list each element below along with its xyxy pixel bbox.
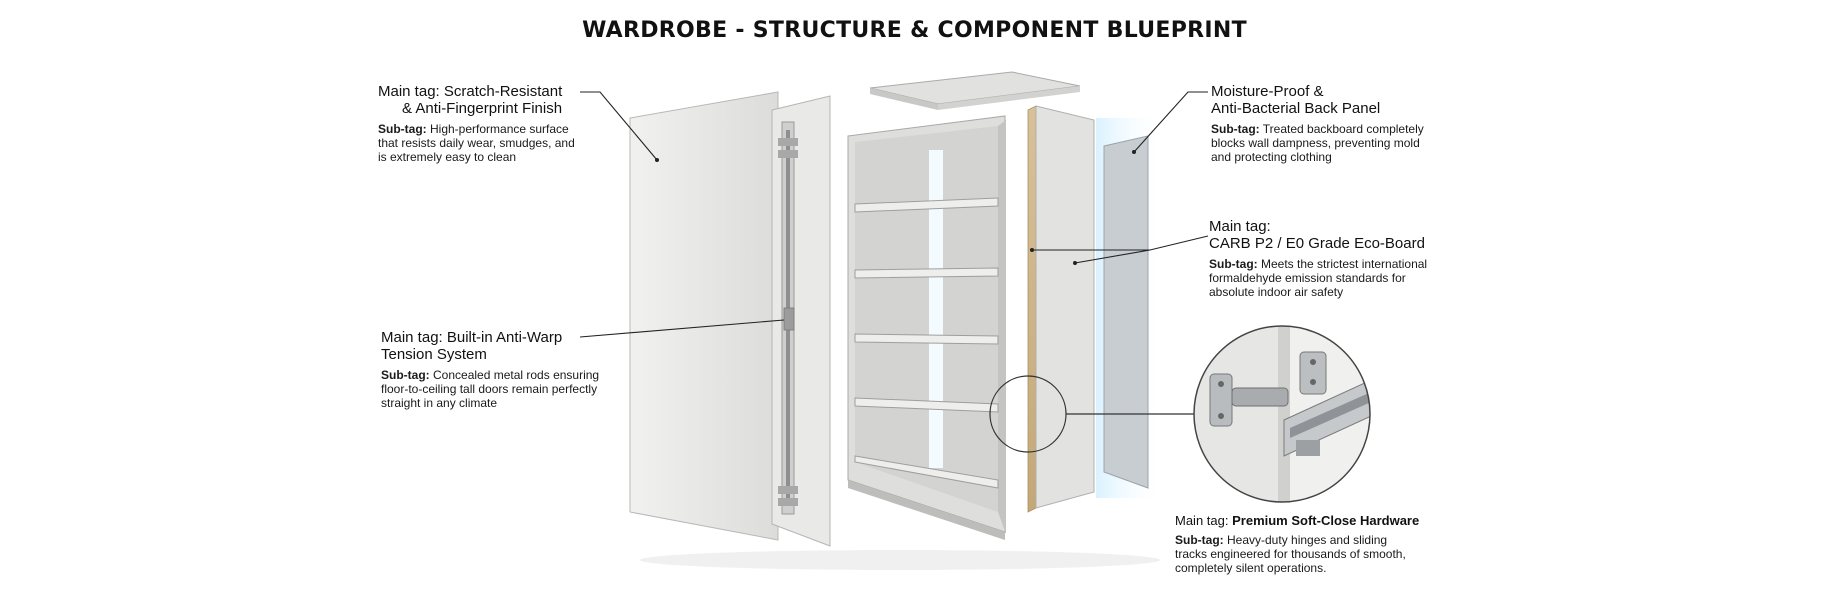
eco-board-main-line1: Main tag:	[1209, 218, 1271, 235]
tension-sub-label: Sub-tag:	[381, 368, 430, 382]
leader-lines	[579, 91, 1209, 338]
top-panel	[869, 71, 1081, 110]
finish-sub-label: Sub-tag:	[378, 122, 427, 136]
eco-board-sub-label: Sub-tag:	[1209, 257, 1258, 271]
annotation-tension-main: Main tag: Built-in Anti-Warp Tension Sys…	[381, 329, 621, 363]
soft-close-hardware-detail	[1193, 325, 1371, 503]
annotation-finish-main: Main tag: Scratch-Resistant & Anti-Finge…	[378, 83, 598, 117]
hardware-main-prefix: Main tag:	[1175, 513, 1229, 528]
annotation-eco-board-main: Main tag: CARB P2 / E0 Grade Eco-Board	[1209, 218, 1449, 252]
finish-main-line2: & Anti-Fingerprint Finish	[402, 100, 563, 117]
finish-sub-line: is extremely easy to clean	[378, 150, 517, 164]
annotation-finish: Main tag: Scratch-Resistant & Anti-Finge…	[378, 83, 598, 164]
finish-main-prefix: Main tag:	[378, 83, 440, 100]
back-panel-main-line1: Moisture-Proof &	[1211, 83, 1324, 100]
annotation-hardware-main: Main tag: Premium Soft-Close Hardware	[1175, 512, 1435, 529]
hardware-sub-label: Sub-tag:	[1175, 533, 1224, 547]
back-panel-sub-line: and protecting clothing	[1211, 150, 1332, 164]
back-panel-sub-line: Treated backboard completely	[1262, 122, 1424, 136]
hardware-main-bold: Premium Soft-Close Hardware	[1232, 513, 1420, 528]
annotation-hardware-sub: Sub-tag: Heavy-duty hinges and sliding t…	[1175, 533, 1435, 575]
eco-board-side-panel	[1027, 105, 1095, 513]
inner-door-with-tension-rod	[771, 95, 831, 547]
finish-sub-line: that resists daily wear, smudges, and	[378, 136, 575, 150]
annotation-finish-sub: Sub-tag: High-performance surface that r…	[378, 122, 598, 164]
hardware-sub-line: tracks engineered for thousands of smoot…	[1175, 547, 1406, 561]
eco-board-main-line2: CARB P2 / E0 Grade Eco-Board	[1209, 235, 1425, 252]
annotation-eco-board: Main tag: CARB P2 / E0 Grade Eco-Board S…	[1209, 218, 1449, 299]
annotation-back-panel-main: Moisture-Proof & Anti-Bacterial Back Pan…	[1211, 83, 1451, 117]
back-panel-main-line2: Anti-Bacterial Back Panel	[1211, 100, 1381, 117]
annotation-tension: Main tag: Built-in Anti-Warp Tension Sys…	[381, 329, 621, 410]
front-door-panel	[629, 91, 779, 541]
tension-main-line1: Main tag: Built-in Anti-Warp	[381, 329, 563, 346]
annotation-eco-board-sub: Sub-tag: Meets the strictest internation…	[1209, 257, 1449, 299]
back-panel-sub-label: Sub-tag:	[1211, 122, 1260, 136]
tension-sub-line: straight in any climate	[381, 396, 498, 410]
annotation-hardware: Main tag: Premium Soft-Close Hardware Su…	[1175, 512, 1435, 575]
tension-sub-line: Concealed metal rods ensuring	[433, 368, 600, 382]
annotation-back-panel: Moisture-Proof & Anti-Bacterial Back Pan…	[1211, 83, 1451, 164]
annotation-tension-sub: Sub-tag: Concealed metal rods ensuring f…	[381, 368, 621, 410]
back-panel	[1096, 118, 1166, 498]
eco-board-sub-line: absolute indoor air safety	[1209, 285, 1344, 299]
back-panel-sub-line: blocks wall dampness, preventing mold	[1211, 136, 1420, 150]
finish-main-line1: Scratch-Resistant	[443, 83, 563, 100]
hardware-sub-line: completely silent operations.	[1175, 561, 1327, 575]
annotation-back-panel-sub: Sub-tag: Treated backboard completely bl…	[1211, 122, 1451, 164]
hardware-sub-line: Heavy-duty hinges and sliding	[1227, 533, 1388, 547]
tension-main-line2: Tension System	[381, 346, 487, 363]
diagram-title: WARDROBE - STRUCTURE & COMPONENT BLUEPRI…	[582, 18, 1247, 43]
tension-sub-line: floor-to-ceiling tall doors remain perfe…	[381, 382, 598, 396]
eco-board-sub-line: formaldehyde emission standards for	[1209, 271, 1406, 285]
finish-sub-line: High-performance surface	[430, 122, 569, 136]
eco-board-sub-line: Meets the strictest international	[1261, 257, 1428, 271]
cabinet-carcass	[847, 115, 1006, 540]
